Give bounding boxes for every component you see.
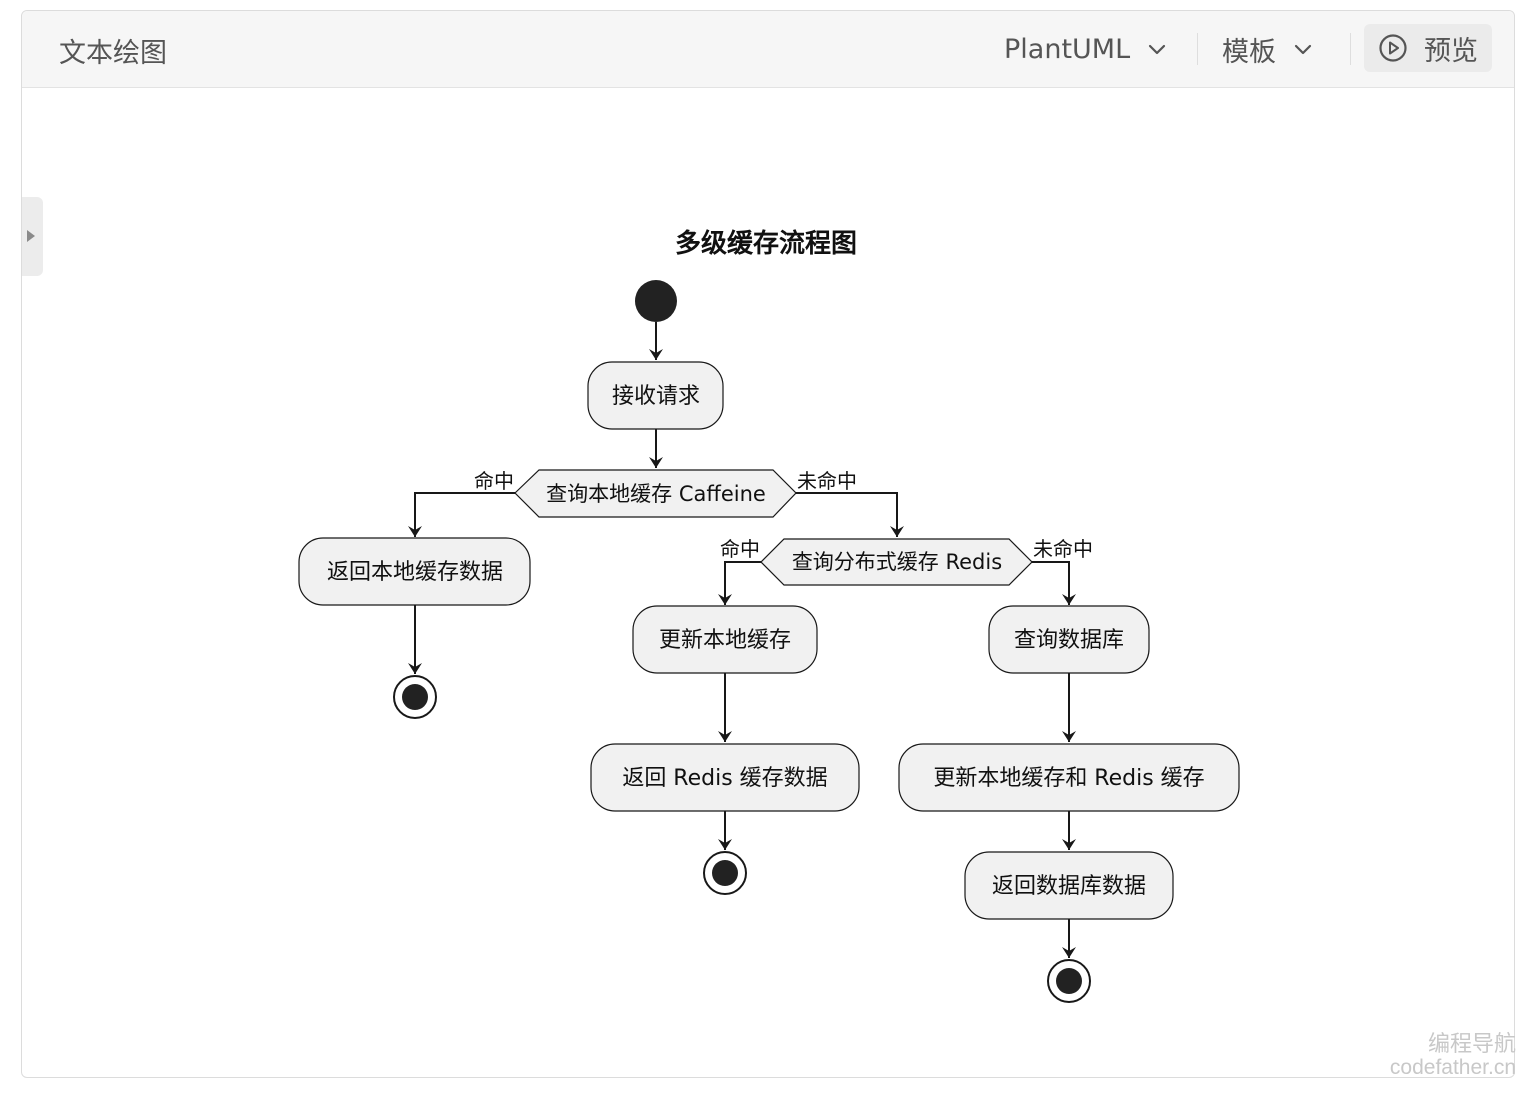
node-check-local: 查询本地缓存 Caffeine: [546, 482, 766, 506]
language-select-label: PlantUML: [1004, 33, 1131, 65]
node-receive: 接收请求: [612, 384, 700, 409]
template-select[interactable]: 模板: [1222, 29, 1314, 69]
chevron-down-icon: [1149, 44, 1166, 55]
play-circle-icon: [1379, 34, 1407, 62]
decision-check-redis: [760, 538, 1033, 586]
node-update-local-box: [632, 605, 818, 674]
diagram-title: 多级缓存流程图: [675, 228, 857, 259]
toolbar: 文本绘图 PlantUML 模板 预览: [22, 11, 1514, 88]
edge-local-hit: [408, 492, 515, 537]
decision-check-local: [514, 469, 797, 518]
node-check-redis: 查询分布式缓存 Redis: [792, 550, 1002, 574]
node-return-db: 返回数据库数据: [992, 874, 1146, 899]
node-return-redis: 返回 Redis 缓存数据: [622, 766, 827, 791]
node-query-db-box: [988, 605, 1150, 674]
caret-right-icon: [27, 230, 35, 242]
end-node-redis: [703, 851, 747, 895]
node-return-db-box: [964, 851, 1174, 920]
edge-label-redis-hit: 命中: [720, 537, 760, 561]
toolbar-divider: [1350, 33, 1351, 65]
preview-button[interactable]: 预览: [1364, 24, 1492, 72]
end-node-db: [1047, 959, 1091, 1003]
node-receive-box: [587, 361, 724, 430]
edge-redis-miss: [1032, 561, 1076, 605]
node-update-both-box: [898, 743, 1240, 812]
edge-redis-hit: [718, 561, 761, 605]
start-node: [635, 280, 677, 322]
node-update-both: 更新本地缓存和 Redis 缓存: [933, 766, 1204, 791]
preview-label: 预览: [1424, 35, 1478, 67]
node-return-local-box: [298, 537, 531, 606]
node-update-local: 更新本地缓存: [659, 628, 791, 653]
edge-label-local-miss: 未命中: [797, 469, 857, 493]
edge-label-local-hit: 命中: [474, 469, 514, 493]
watermark-url: codefather.cn: [1389, 1056, 1516, 1079]
end-node-local: [393, 675, 437, 719]
app-title: 文本绘图: [59, 38, 167, 69]
node-return-redis-box: [590, 743, 860, 812]
editor-panel: 文本绘图 PlantUML 模板 预览: [21, 10, 1515, 1078]
edge-label-redis-miss: 未命中: [1033, 537, 1093, 561]
watermark-name: 编程导航: [1427, 1031, 1516, 1056]
template-select-label: 模板: [1222, 36, 1276, 68]
edge-local-miss: [796, 492, 904, 537]
language-select[interactable]: PlantUML: [1004, 29, 1168, 69]
sidebar-toggle[interactable]: [22, 197, 43, 276]
chevron-down-icon: [1294, 44, 1312, 55]
toolbar-divider: [1197, 33, 1198, 65]
node-query-db: 查询数据库: [1014, 628, 1124, 653]
node-return-local: 返回本地缓存数据: [327, 560, 503, 585]
